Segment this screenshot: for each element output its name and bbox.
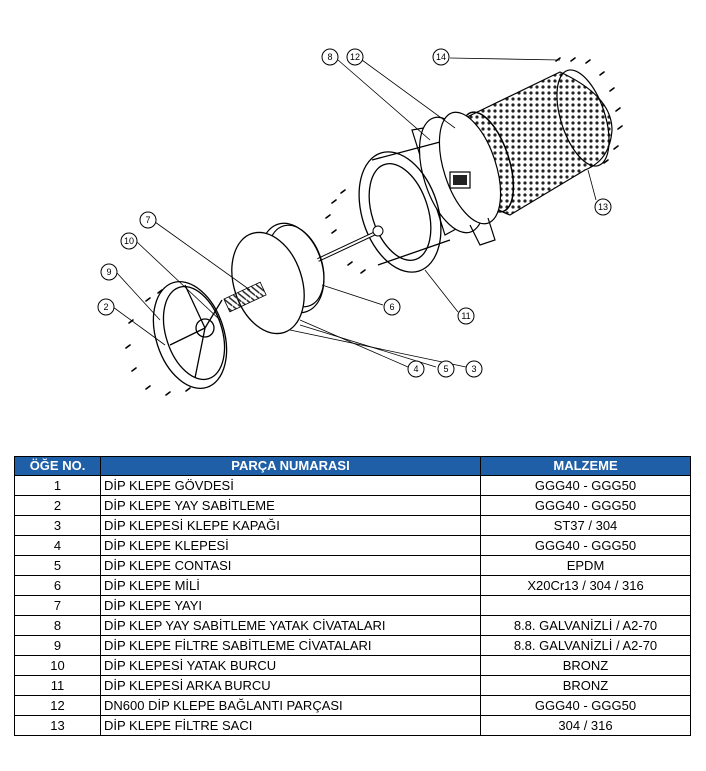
part-name-cell: DİP KLEPESİ KLEPE KAPAĞI	[100, 515, 481, 536]
item-no-cell: 7	[14, 595, 101, 616]
table-row: 10 DİP KLEPESİ YATAK BURCU BRONZ	[14, 655, 691, 676]
bolts	[125, 57, 623, 396]
material-cell: GGG40 - GGG50	[480, 535, 691, 556]
shaft	[317, 225, 384, 262]
callout-3-label: 3	[471, 364, 476, 374]
material-cell: 304 / 316	[480, 715, 691, 736]
material-cell: GGG40 - GGG50	[480, 695, 691, 716]
material-cell: GGG40 - GGG50	[480, 475, 691, 496]
table-row: 6 DİP KLEPE MİLİ X20Cr13 / 304 / 316	[14, 575, 691, 596]
callout-7: 7	[139, 211, 157, 229]
table-row: 13 DİP KLEPE FİLTRE SACI 304 / 316	[14, 715, 691, 736]
table-row: 4 DİP KLEPE KLEPESİ GGG40 - GGG50	[14, 535, 691, 556]
callout-9-label: 9	[106, 267, 111, 277]
material-cell: ST37 / 304	[480, 515, 691, 536]
column-header-item-no: ÖĞE NO.	[14, 456, 101, 476]
callout-11-label: 11	[461, 311, 470, 321]
column-header-part-name: PARÇA NUMARASI	[100, 456, 481, 476]
table-row: 9 DİP KLEPE FİLTRE SABİTLEME CİVATALARI …	[14, 635, 691, 656]
part-name-cell: DİP KLEPESİ YATAK BURCU	[100, 655, 481, 676]
table-header-row: ÖĞE NO. PARÇA NUMARASI MALZEME	[14, 456, 691, 476]
callout-5-label: 5	[443, 364, 448, 374]
table-row: 2 DİP KLEPE YAY SABİTLEME GGG40 - GGG50	[14, 495, 691, 516]
table-row: 3 DİP KLEPESİ KLEPE KAPAĞI ST37 / 304	[14, 515, 691, 536]
part-name-cell: DİP KLEPESİ ARKA BURCU	[100, 675, 481, 696]
item-no-cell: 1	[14, 475, 101, 496]
item-no-cell: 11	[14, 675, 101, 696]
table-row: 7 DİP KLEPE YAYI	[14, 595, 691, 616]
leader-lines	[112, 57, 597, 368]
item-no-cell: 8	[14, 615, 101, 636]
callout-12-label: 12	[350, 52, 360, 62]
callout-14-label: 14	[436, 52, 446, 62]
material-cell: GGG40 - GGG50	[480, 495, 691, 516]
table-row: 8 DİP KLEP YAY SABİTLEME YATAK CİVATALAR…	[14, 615, 691, 636]
item-no-cell: 3	[14, 515, 101, 536]
material-cell: EPDM	[480, 555, 691, 576]
callout-8-label: 8	[327, 52, 332, 62]
callout-4: 4	[407, 360, 425, 378]
table-row: 5 DİP KLEPE CONTASI EPDM	[14, 555, 691, 576]
part-name-cell: DİP KLEPE GÖVDESİ	[100, 475, 481, 496]
table-row: 11 DİP KLEPESİ ARKA BURCU BRONZ	[14, 675, 691, 696]
item-no-cell: 10	[14, 655, 101, 676]
part-name-cell: DİP KLEPE FİLTRE SABİTLEME CİVATALARI	[100, 635, 481, 656]
valve-disc	[231, 231, 305, 335]
spring-retainer	[152, 280, 228, 390]
part-name-cell: DİP KLEPE FİLTRE SACI	[100, 715, 481, 736]
column-header-material: MALZEME	[480, 456, 691, 476]
table-row: 1 DİP KLEPE GÖVDESİ GGG40 - GGG50	[14, 475, 691, 496]
part-name-cell: DİP KLEPE KLEPESİ	[100, 535, 481, 556]
item-no-cell: 5	[14, 555, 101, 576]
parts-table: ÖĞE NO. PARÇA NUMARASI MALZEME 1 DİP KLE…	[14, 456, 691, 736]
callout-13: 13	[594, 198, 612, 216]
item-no-cell: 9	[14, 635, 101, 656]
material-cell	[480, 595, 691, 616]
callout-9: 9	[100, 263, 118, 281]
callout-8: 8	[321, 48, 339, 66]
part-name-cell: DİP KLEPE YAY SABİTLEME	[100, 495, 481, 516]
callout-10: 10	[120, 232, 138, 250]
item-no-cell: 6	[14, 575, 101, 596]
item-no-cell: 12	[14, 695, 101, 716]
callout-7-label: 7	[145, 215, 150, 225]
material-cell: X20Cr13 / 304 / 316	[480, 575, 691, 596]
callout-6-label: 6	[389, 302, 394, 312]
item-no-cell: 13	[14, 715, 101, 736]
item-no-cell: 2	[14, 495, 101, 516]
callout-11: 11	[457, 307, 475, 325]
callout-6: 6	[383, 298, 401, 316]
part-name-cell: DİP KLEPE YAYI	[100, 595, 481, 616]
flange-ring	[358, 141, 451, 273]
callout-2: 2	[97, 298, 115, 316]
item-no-cell: 4	[14, 535, 101, 556]
exploded-assembly-drawing: 8 12 14 7 10 9 2 6 11 13 4 5	[97, 48, 623, 396]
part-name-cell: DİP KLEP YAY SABİTLEME YATAK CİVATALARI	[100, 615, 481, 636]
callout-5: 5	[437, 360, 455, 378]
valve-body	[411, 111, 502, 246]
callout-12: 12	[346, 48, 364, 66]
table-row: 12 DN600 DİP KLEPE BAĞLANTI PARÇASI GGG4…	[14, 695, 691, 716]
material-cell: BRONZ	[480, 655, 691, 676]
part-name-cell: DİP KLEPE CONTASI	[100, 555, 481, 576]
callout-10-label: 10	[124, 236, 134, 246]
part-name-cell: DİP KLEPE MİLİ	[100, 575, 481, 596]
callout-3: 3	[465, 360, 483, 378]
material-cell: 8.8. GALVANİZLİ / A2-70	[480, 615, 691, 636]
callout-2-label: 2	[103, 302, 108, 312]
material-cell: 8.8. GALVANİZLİ / A2-70	[480, 635, 691, 656]
callout-14: 14	[432, 48, 450, 66]
spring	[223, 281, 267, 313]
callout-4-label: 4	[413, 364, 418, 374]
material-cell: BRONZ	[480, 675, 691, 696]
callout-13-label: 13	[598, 202, 608, 212]
part-name-cell: DN600 DİP KLEPE BAĞLANTI PARÇASI	[100, 695, 481, 716]
